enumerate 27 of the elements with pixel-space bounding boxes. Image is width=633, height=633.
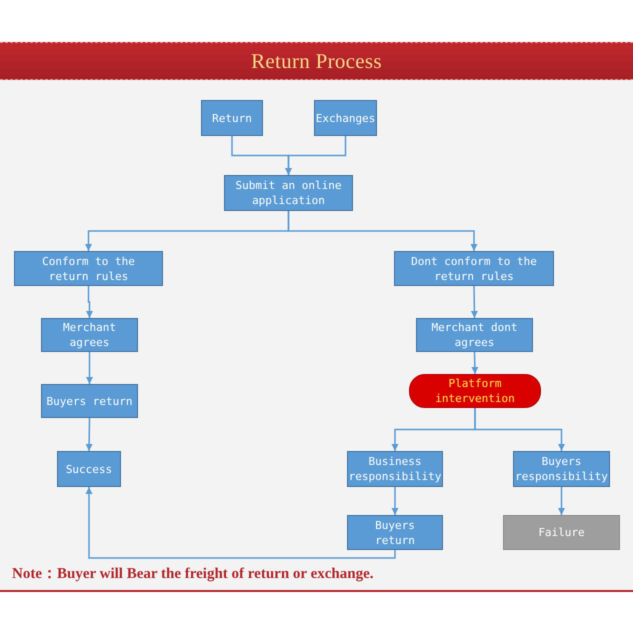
process-box: Return [201, 100, 263, 136]
arrow [470, 286, 478, 318]
process-box: Buyers responsibility [513, 451, 610, 487]
process-box: Buyers return [41, 384, 138, 418]
arrow [392, 487, 398, 515]
arrow [285, 136, 346, 175]
arrow [86, 418, 93, 452]
arrow [471, 352, 478, 374]
process-box: Dont conform to the return rules [394, 251, 554, 286]
end-box: Failure [503, 515, 620, 550]
process-box: Exchanges [314, 100, 377, 136]
process-box: Submit an online application [224, 175, 353, 211]
decision-box: Platform intervention [409, 374, 541, 408]
process-box: Success [57, 451, 121, 487]
arrow [86, 286, 93, 318]
arrow [86, 487, 396, 559]
process-box: Merchant dont agrees [416, 318, 533, 352]
process-box: Buyers return [347, 515, 443, 550]
process-box: Conform to the return rules [14, 251, 163, 286]
title: Return Process [251, 48, 382, 74]
arrow [558, 487, 565, 515]
process-box: Merchant agrees [41, 318, 138, 352]
note-text: Note：Buyer will Bear the freight of return or exchange. [12, 565, 374, 583]
arrow [86, 352, 93, 384]
process-box: Business responsibility [347, 451, 443, 487]
arrow [474, 408, 565, 451]
arrow [288, 211, 478, 251]
